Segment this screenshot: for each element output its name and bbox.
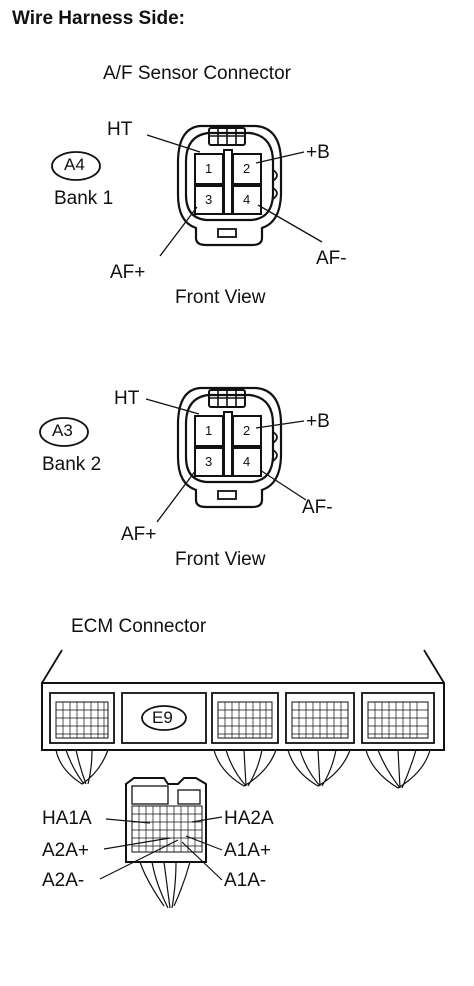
bank1-label-af-minus: AF- — [316, 248, 347, 269]
bank1-front-view: Front View — [175, 287, 266, 308]
bank1-pin-1: 1 — [205, 161, 213, 176]
bank1-pin-3: 3 — [205, 192, 213, 207]
ecm-terminal-a2a-plus: A2A+ — [42, 840, 90, 861]
bank2-connector-code: A3 — [52, 421, 73, 440]
ecm-connector — [41, 649, 445, 909]
ecm-sub-connector-1 — [49, 692, 115, 744]
ecm-terminal-ha2a: HA2A — [224, 808, 274, 829]
bank2-pin-4: 4 — [243, 454, 251, 469]
af-sensor-title: A/F Sensor Connector — [103, 63, 291, 84]
bank2-pin-1: 1 — [205, 423, 213, 438]
bank2-label-ht: HT — [114, 388, 140, 409]
bank2-name: Bank 2 — [42, 454, 102, 475]
bank2-label-af-minus: AF- — [302, 497, 333, 518]
ecm-sub-connector-4 — [285, 692, 355, 744]
ecm-sub-connector-e9 — [121, 692, 207, 744]
bank2-front-view: Front View — [175, 549, 266, 570]
bank2-pin-2: 2 — [243, 423, 251, 438]
ecm-title: ECM Connector — [71, 616, 207, 637]
bank1-pin-4: 4 — [243, 192, 251, 207]
af-sensor-connector-bank2 — [39, 386, 307, 523]
bank2-pin-3: 3 — [205, 454, 213, 469]
bank1-label-af-plus: AF+ — [110, 262, 146, 283]
ecm-terminal-a1a-plus: A1A+ — [224, 840, 272, 861]
bank2-label-af-plus: AF+ — [121, 524, 157, 545]
bank1-name: Bank 1 — [54, 188, 114, 209]
ecm-terminal-a2a-minus: A2A- — [42, 870, 85, 891]
ecm-sub-connector-3 — [211, 692, 279, 744]
bank1-label-ht: HT — [107, 119, 133, 140]
bank1-label-b-plus: +B — [306, 142, 330, 163]
ecm-terminal-a1a-minus: A1A- — [224, 870, 267, 891]
e9-plug — [125, 777, 207, 909]
ecm-connector-code: E9 — [152, 708, 173, 727]
page-heading: Wire Harness Side: — [12, 8, 186, 29]
bank1-pin-2: 2 — [243, 161, 251, 176]
ecm-sub-connector-5 — [361, 692, 435, 744]
bank1-connector-code: A4 — [64, 155, 85, 174]
af-sensor-connector-bank1 — [51, 124, 323, 257]
ecm-terminal-ha1a: HA1A — [42, 808, 92, 829]
bank2-label-b-plus: +B — [306, 411, 330, 432]
